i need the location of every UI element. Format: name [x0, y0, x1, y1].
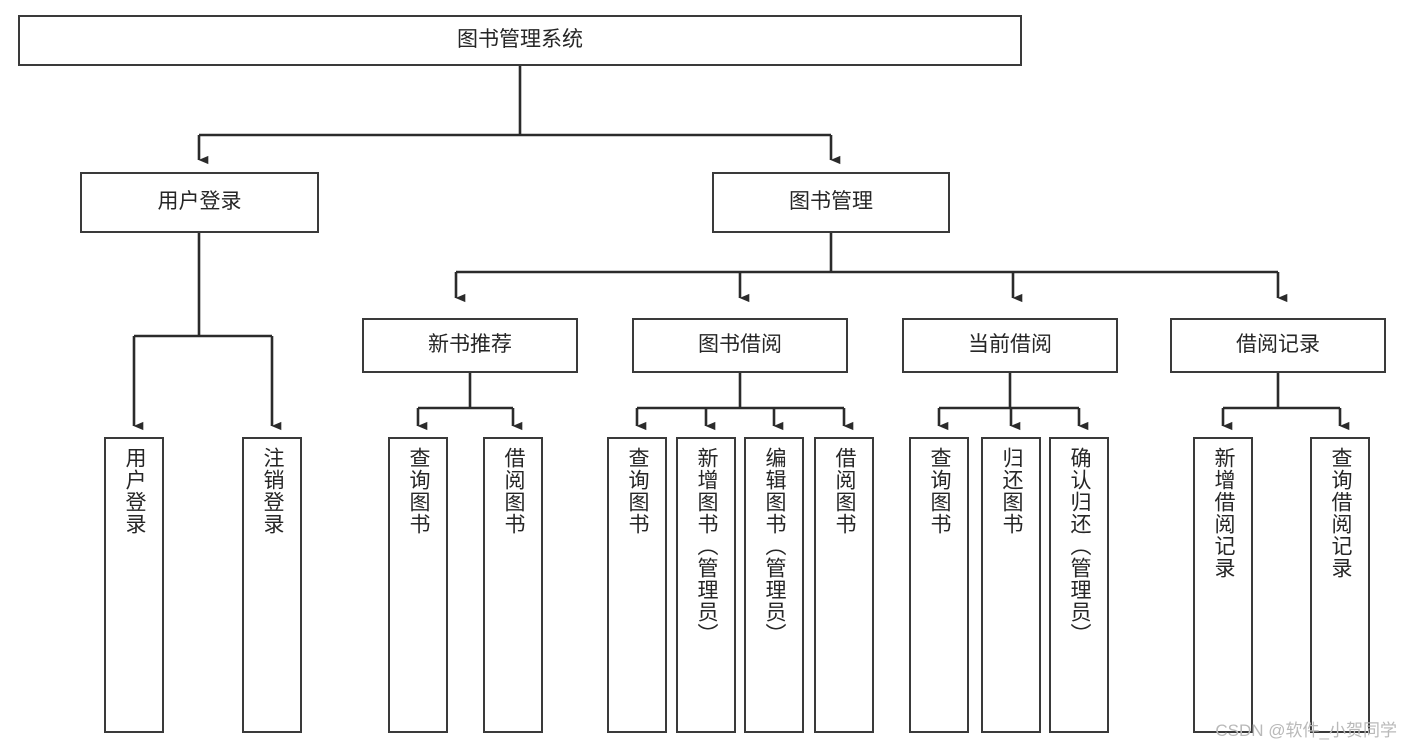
node-label: 借阅图书: [502, 447, 526, 535]
node-new-book-recommend[interactable]: 新书推荐: [362, 318, 578, 373]
node-label: 查询图书: [928, 447, 952, 535]
leaf-recommend-query-book[interactable]: 查询图书: [388, 437, 448, 733]
leaf-recommend-borrow-book[interactable]: 借阅图书: [483, 437, 543, 733]
leaf-user-login[interactable]: 用户登录: [104, 437, 164, 733]
leaf-current-confirm-return-admin[interactable]: 确认归还（管理员）: [1049, 437, 1109, 733]
node-label: 图书管理: [789, 190, 873, 214]
node-book-management[interactable]: 图书管理: [712, 172, 950, 233]
node-label: 图书借阅: [698, 333, 782, 357]
node-borrow-record[interactable]: 借阅记录: [1170, 318, 1386, 373]
node-label: 用户登录: [123, 447, 147, 535]
node-label: 借阅图书: [833, 447, 857, 535]
leaf-borrow-borrow-book[interactable]: 借阅图书: [814, 437, 874, 733]
node-label: 新增借阅记录: [1212, 447, 1236, 579]
leaf-logout[interactable]: 注销登录: [242, 437, 302, 733]
node-label: 查询图书: [407, 447, 431, 535]
node-label: 归还图书: [1000, 447, 1024, 535]
node-label: 借阅记录: [1236, 333, 1320, 357]
node-user-login[interactable]: 用户登录: [80, 172, 319, 233]
leaf-borrow-add-book-admin[interactable]: 新增图书（管理员）: [676, 437, 736, 733]
node-label: 确认归还（管理员）: [1068, 447, 1092, 645]
leaf-current-return-book[interactable]: 归还图书: [981, 437, 1041, 733]
leaf-record-query-borrow-record[interactable]: 查询借阅记录: [1310, 437, 1370, 733]
node-label: 查询借阅记录: [1329, 447, 1353, 579]
node-label: 查询图书: [626, 447, 650, 535]
node-label: 新增图书（管理员）: [695, 447, 719, 645]
node-book-borrow[interactable]: 图书借阅: [632, 318, 848, 373]
leaf-borrow-query-book[interactable]: 查询图书: [607, 437, 667, 733]
node-label: 编辑图书（管理员）: [763, 447, 787, 645]
csdn-watermark: CSDN @软件_小贺同学: [1215, 721, 1397, 740]
leaf-borrow-edit-book-admin[interactable]: 编辑图书（管理员）: [744, 437, 804, 733]
node-label: 当前借阅: [968, 333, 1052, 357]
node-label: 图书管理系统: [457, 28, 583, 52]
node-label: 用户登录: [157, 190, 242, 214]
leaf-record-add-borrow-record[interactable]: 新增借阅记录: [1193, 437, 1253, 733]
node-label: 注销登录: [261, 447, 285, 535]
node-current-borrow[interactable]: 当前借阅: [902, 318, 1118, 373]
node-book-management-system[interactable]: 图书管理系统: [18, 15, 1022, 66]
node-label: 新书推荐: [428, 333, 512, 357]
leaf-current-query-book[interactable]: 查询图书: [909, 437, 969, 733]
